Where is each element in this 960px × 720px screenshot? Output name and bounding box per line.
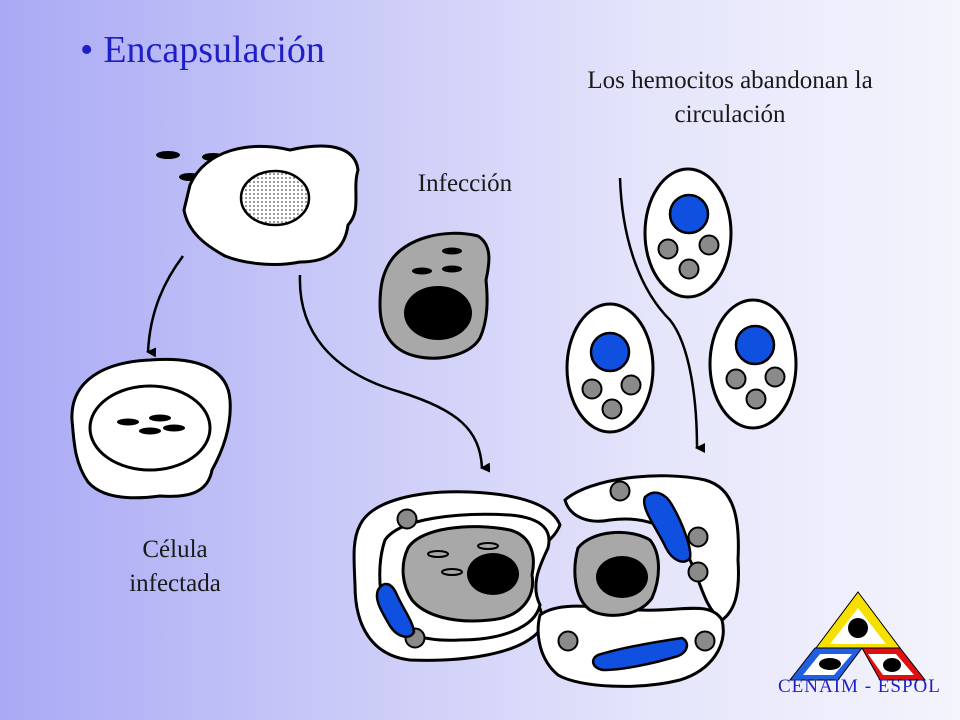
shrimp-icon [883,658,901,672]
slide-title: •Encapsulación [80,28,325,72]
fish-icon [819,658,841,670]
arrow-to-infected-cell [146,255,185,358]
dark-nucleus [404,286,472,340]
circulating-hemocyte-right [708,298,798,430]
title-text: Encapsulación [103,29,325,71]
capsule [352,474,740,688]
intracellular-pathogens [117,414,185,435]
label-infection: Infección [417,170,513,197]
cenaim-espol-logo [788,591,927,681]
logo-text: CENAIM - ESPOL [778,676,941,697]
gray-infected-cell [378,231,491,360]
title-bullet: • [80,29,94,71]
circulation-arrow [618,177,706,453]
hemocyte-cell [182,144,360,266]
dotted-nucleus [239,169,311,227]
infected-cell [70,357,232,500]
label-hemocytes-leave: Los hemocitos abandonan la circulación [587,67,873,128]
arrow-to-capsule [298,274,491,473]
label-infected-cell: Célula infectada [129,536,221,597]
circulating-hemocyte-top [643,167,733,299]
shell-icon [848,618,868,638]
circulating-hemocyte-left [565,302,655,434]
